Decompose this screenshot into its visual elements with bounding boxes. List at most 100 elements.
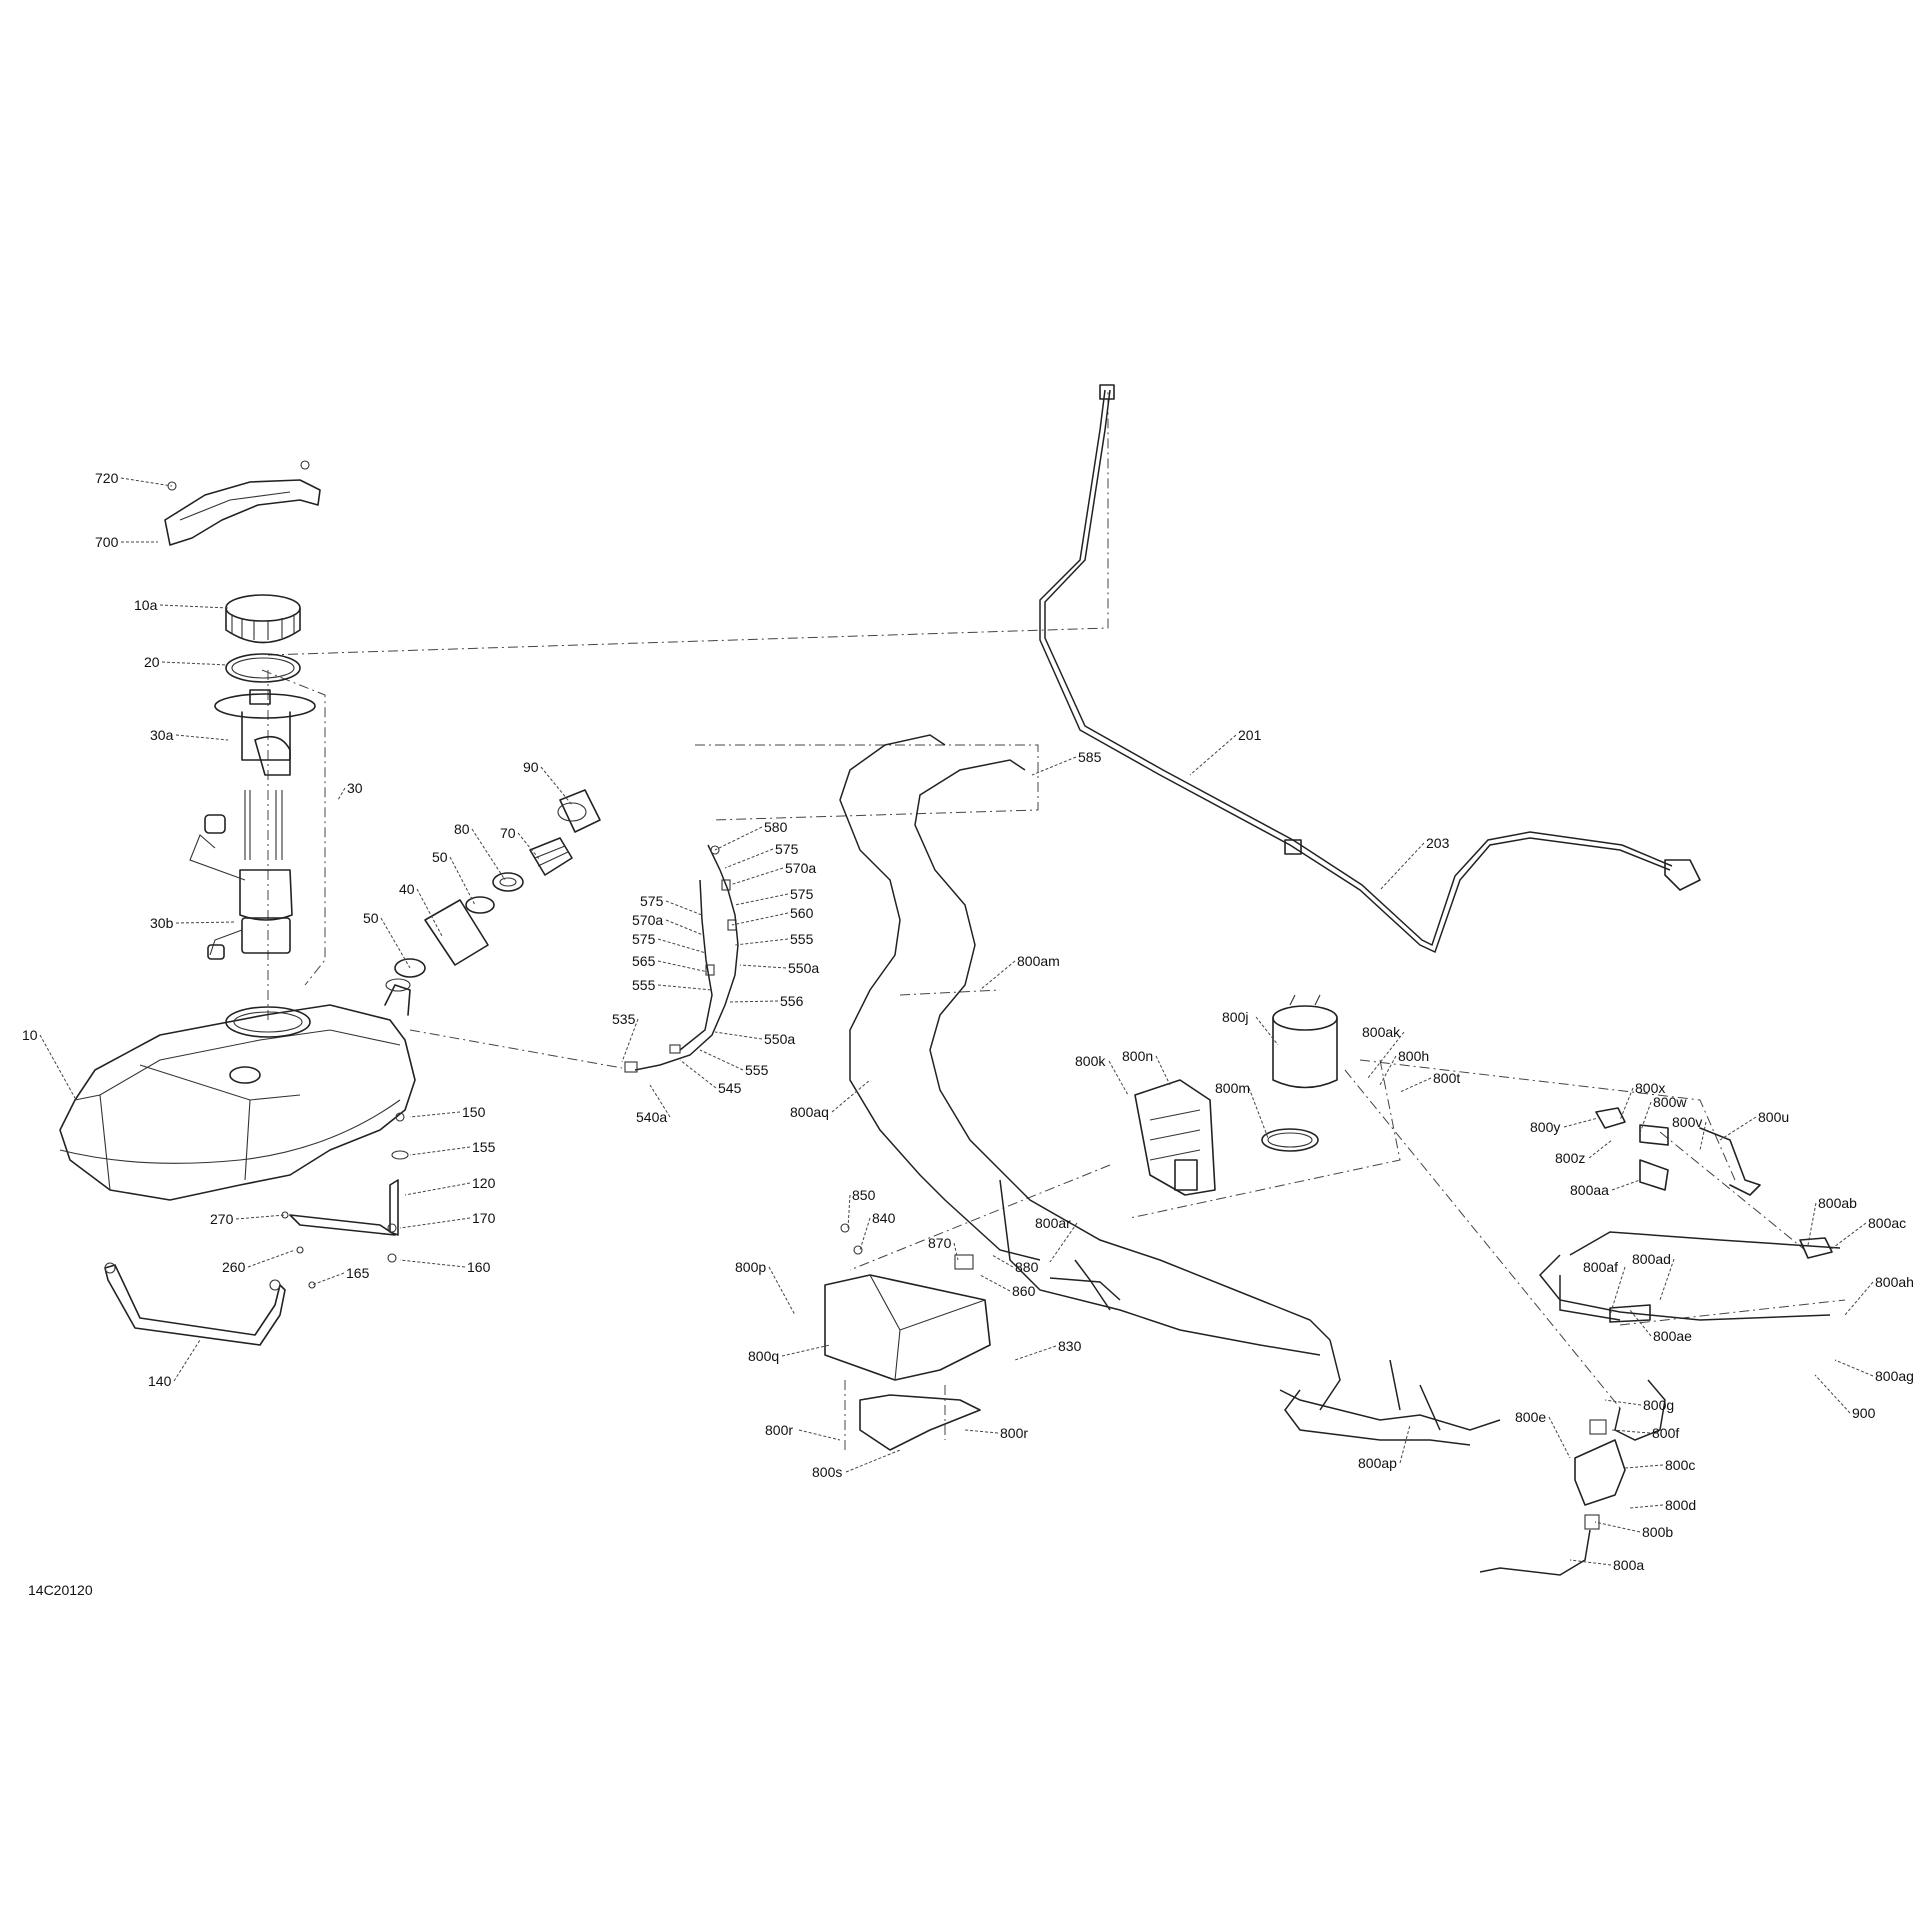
callout-label-c870: 870 — [928, 1235, 952, 1251]
leader-line-c800ad — [1659, 1258, 1675, 1301]
lock-ring — [225, 594, 301, 644]
callout-label-c800r_b: 800r — [1000, 1425, 1028, 1441]
callout-label-c800b: 800b — [1642, 1524, 1673, 1540]
leader-line-c800z — [1588, 1139, 1613, 1159]
callout-label-c30a: 30a — [150, 727, 174, 743]
leader-line-c201 — [1189, 734, 1237, 776]
callout-label-c575a: 575 — [775, 841, 799, 857]
callout-label-c800ab: 800ab — [1818, 1195, 1857, 1211]
drawing-code: 14C20120 — [28, 1582, 93, 1598]
vent-tube — [1039, 384, 1701, 954]
callout-label-c800aa: 800aa — [1570, 1182, 1609, 1198]
pump-gasket — [225, 653, 301, 683]
leader-line-c800c — [1624, 1464, 1664, 1469]
callout-label-c800u: 800u — [1758, 1109, 1789, 1125]
leader-line-c160 — [399, 1259, 466, 1268]
leader-line-c800r_a — [798, 1429, 841, 1441]
callout-label-c20: 20 — [144, 654, 160, 670]
leader-line-c540a — [649, 1084, 671, 1118]
callout-label-c800j: 800j — [1222, 1009, 1248, 1025]
callout-labels: 72070010a2030a3030b907080504050101501551… — [22, 470, 1914, 1573]
leader-line-c870 — [953, 1242, 959, 1261]
leader-line-c203 — [1379, 842, 1425, 891]
callout-label-c800t: 800t — [1433, 1070, 1460, 1086]
leader-line-c800w — [1639, 1101, 1652, 1134]
leader-line-c880 — [991, 1254, 1014, 1268]
callout-label-c575b: 575 — [790, 886, 814, 902]
leader-line-c70 — [517, 832, 541, 861]
leader-line-c800f — [1611, 1429, 1651, 1434]
callout-label-c545: 545 — [718, 1080, 742, 1096]
fuel-tank — [59, 978, 416, 1201]
leader-line-c800ah — [1844, 1281, 1874, 1316]
callout-label-c800ac: 800ac — [1868, 1215, 1906, 1231]
leader-line-c535 — [621, 1018, 639, 1063]
callout-label-c40: 40 — [399, 881, 415, 897]
leader-line-c580 — [714, 826, 763, 851]
leader-line-c10 — [39, 1034, 76, 1099]
callout-label-c800w: 800w — [1653, 1094, 1687, 1110]
pump-cover-bracket — [164, 460, 321, 546]
callout-label-c565: 565 — [632, 953, 656, 969]
callout-label-c556: 556 — [780, 993, 804, 1009]
callout-label-c850: 850 — [852, 1187, 876, 1203]
leader-line-c30b — [175, 921, 237, 924]
callout-label-c800z: 800z — [1555, 1150, 1585, 1166]
leader-line-c800y — [1563, 1117, 1599, 1128]
callout-label-c580: 580 — [764, 819, 788, 835]
leader-line-c800j — [1255, 1016, 1279, 1046]
callout-label-c120: 120 — [472, 1175, 496, 1191]
purge-valve-bracket — [1134, 1079, 1216, 1196]
leader-line-c565 — [657, 960, 709, 973]
callout-label-c800ap: 800ap — [1358, 1455, 1397, 1471]
callout-label-c800e: 800e — [1515, 1409, 1546, 1425]
callout-label-c800ak: 800ak — [1362, 1024, 1401, 1040]
callout-label-c830: 830 — [1058, 1338, 1082, 1354]
leader-line-c575b — [734, 893, 789, 906]
tank-straps — [104, 1112, 409, 1346]
leader-line-c570a_b — [665, 919, 704, 936]
callout-label-c550a_a: 550a — [788, 960, 819, 976]
callout-label-c800x: 800x — [1635, 1080, 1665, 1096]
leader-line-c555b — [657, 984, 713, 991]
leader-line-c800m — [1248, 1087, 1269, 1139]
fuel-filter-and-fittings — [1574, 1107, 1833, 1530]
callout-label-c570a_a: 570a — [785, 860, 816, 876]
leader-line-c830 — [1014, 1345, 1057, 1361]
leader-line-c800ae — [1629, 1309, 1652, 1337]
callout-label-c800c: 800c — [1665, 1457, 1695, 1473]
callout-label-c800s: 800s — [812, 1464, 842, 1480]
callout-label-c570a_b: 570a — [632, 912, 663, 928]
leader-line-c575c — [665, 900, 703, 916]
callout-label-c800y: 800y — [1530, 1119, 1560, 1135]
callout-label-c800p: 800p — [735, 1259, 766, 1275]
callout-label-c10: 10 — [22, 1027, 38, 1043]
callout-label-c900: 900 — [1852, 1405, 1876, 1421]
leader-line-c560 — [731, 912, 789, 926]
leader-line-c550a_a — [739, 964, 787, 969]
leader-line-c800ap — [1399, 1424, 1411, 1464]
leader-line-c800q — [781, 1344, 831, 1357]
callout-label-c575d: 575 — [632, 931, 656, 947]
leader-line-c800e — [1548, 1416, 1571, 1459]
leader-line-c556 — [727, 1000, 779, 1003]
callout-label-c800af: 800af — [1583, 1259, 1618, 1275]
callout-label-c575c: 575 — [640, 893, 664, 909]
callout-label-c800h: 800h — [1398, 1048, 1429, 1064]
leader-line-c50b — [380, 917, 411, 969]
leader-line-c800aq — [831, 1079, 871, 1113]
callout-label-c10a: 10a — [134, 597, 158, 613]
callout-label-c170: 170 — [472, 1210, 496, 1226]
leader-line-c150 — [409, 1111, 461, 1118]
leader-line-c800s — [845, 1449, 901, 1473]
leader-line-c800h — [1379, 1055, 1397, 1086]
leader-line-c270 — [235, 1214, 286, 1220]
leader-line-c120 — [404, 1182, 471, 1196]
callout-label-c30b: 30b — [150, 915, 174, 931]
callout-label-c201: 201 — [1238, 727, 1262, 743]
callout-label-c860: 860 — [1012, 1283, 1036, 1299]
callout-label-c150: 150 — [462, 1104, 486, 1120]
callout-label-c555a: 555 — [790, 931, 814, 947]
leader-line-c720 — [120, 477, 173, 487]
